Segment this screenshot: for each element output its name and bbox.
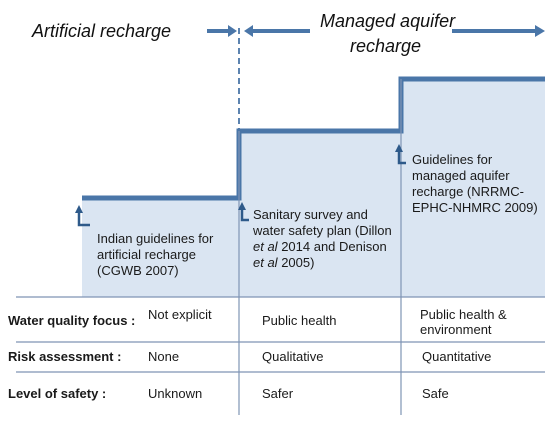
step-1-line-1: Indian guidelines for (97, 231, 214, 246)
cell-water-quality-2: Public health (262, 313, 337, 328)
step-3-line-2: managed aquifer (412, 168, 510, 183)
phase-arrow-right-forward (452, 25, 545, 37)
cell-water-quality-1: Not explicit (148, 307, 212, 322)
et-al-italic: et al (253, 255, 278, 270)
phase-arrow-left (207, 25, 237, 37)
row-label-water-quality: Water quality focus : (8, 313, 136, 328)
step-3-text: Guidelines for managed aquifer recharge … (412, 152, 538, 216)
cell-risk-2: Qualitative (262, 349, 324, 364)
cell-safety-1: Unknown (148, 386, 203, 401)
phase-title-artificial: Artificial recharge (32, 21, 172, 41)
step-fill-area (82, 79, 545, 297)
phase-arrow-right-back (244, 25, 310, 37)
step-3-line-4: EPHC-NHMRC 2009) (412, 200, 538, 215)
row-label-safety: Level of safety : (8, 386, 107, 401)
step-2-line-4: et al 2005) (253, 255, 315, 270)
step-1-line-3: (CGWB 2007) (97, 263, 179, 278)
cell-risk-3: Quantitative (422, 349, 492, 364)
cell-safety-3: Safe (422, 386, 449, 401)
hook-arrow-3 (395, 144, 406, 165)
cell-safety-2: Safer (262, 386, 294, 401)
cell-risk-1: None (148, 349, 180, 364)
step-1-line-2: artificial recharge (97, 247, 196, 262)
hook-arrow-1 (75, 205, 90, 227)
step-2-line-2: water safety plan (Dillon (253, 223, 392, 238)
step-3-line-1: Guidelines for (412, 152, 493, 167)
phase-title-managed-2: recharge (350, 36, 422, 56)
step-2-text: Sanitary survey and water safety plan (D… (253, 207, 392, 271)
step-1-text: Indian guidelines for artificial recharg… (97, 231, 213, 279)
step-line (82, 76, 545, 201)
cell-water-quality-3: Public health & environment (420, 307, 507, 337)
hook-arrow-2 (238, 202, 249, 222)
phase-title-managed-1: Managed aquifer (320, 11, 456, 31)
step-3-line-3: recharge (NRRMC- (412, 184, 524, 199)
row-label-risk: Risk assessment : (8, 349, 122, 364)
step-2-line-3: et al 2014 and Denison (253, 239, 387, 254)
step-2-line-1: Sanitary survey and (253, 207, 368, 222)
et-al-italic: et al (253, 239, 278, 254)
